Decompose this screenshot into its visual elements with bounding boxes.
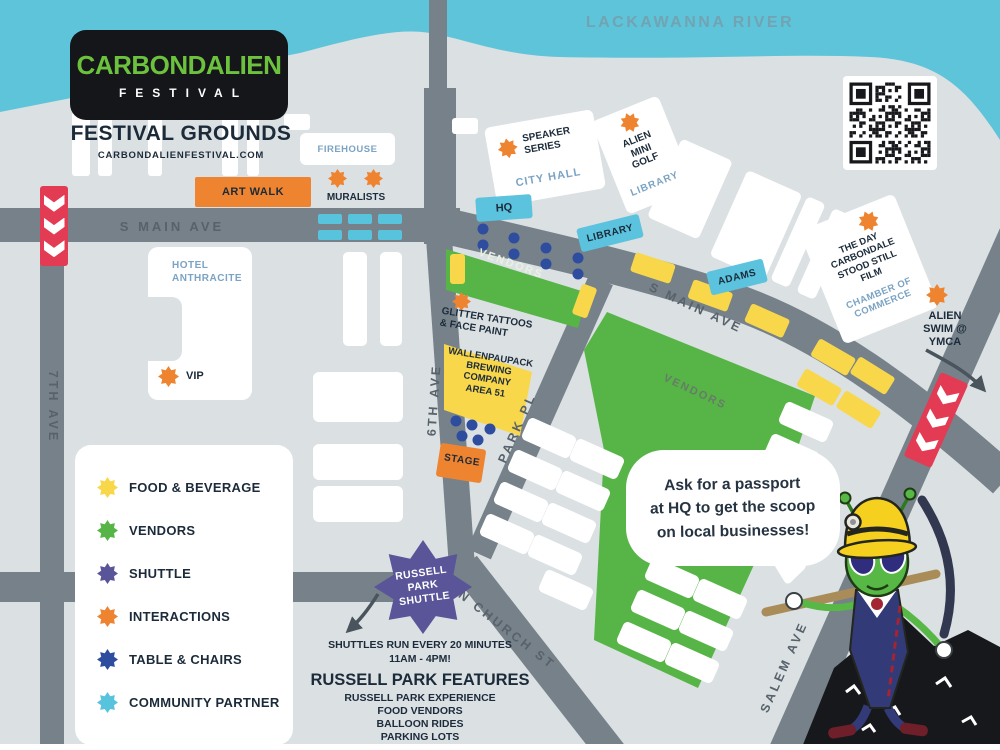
brewing-zone <box>444 344 532 436</box>
legend-item-community: COMMUNITY PARTNER <box>97 692 293 713</box>
legend-label: FOOD & BEVERAGE <box>129 480 261 495</box>
russell-features-title: RUSSELL PARK FEATURES <box>310 671 530 689</box>
shuttle-schedule: SHUTTLES RUN EVERY 20 MINUTES 11AM - 4PM… <box>328 639 512 666</box>
chevron-down-icon <box>923 408 949 432</box>
community-star-icon <box>97 692 118 713</box>
qr-code-pattern <box>849 82 931 164</box>
adams-label: ADAMS <box>716 266 758 288</box>
interaction-star-icon <box>452 292 471 311</box>
page-title: FESTIVAL GROUNDS <box>70 122 292 145</box>
interaction-star-icon <box>496 137 519 160</box>
legend-label: INTERACTIONS <box>129 609 231 624</box>
library-road-label: LIBRARY <box>585 221 635 245</box>
muralists-label: MURALISTS <box>326 192 386 203</box>
chevron-down-icon <box>43 194 65 212</box>
alien-mascot <box>761 487 955 739</box>
chevron-down-icon <box>933 384 959 408</box>
legend-item-vendors: VENDORS <box>97 520 293 541</box>
table-chairs-dots <box>450 223 584 446</box>
art-walk-label: ART WALK <box>221 186 285 198</box>
vip-label: VIP <box>186 370 204 382</box>
speech-bubble: Ask for a passport at HQ to get the scoo… <box>626 450 840 566</box>
street-s-main-west: S MAIN AVE <box>119 219 225 234</box>
legend-item-tables: TABLE & CHAIRS <box>97 649 293 670</box>
tables-star-icon <box>97 649 118 670</box>
interaction-star-icon <box>158 366 179 387</box>
legend-item-shuttle: SHUTTLE <box>97 563 293 584</box>
legend-item-interactions: INTERACTIONS <box>97 606 293 627</box>
arrows <box>345 348 987 634</box>
logo: CARBONDALIEN FESTIVAL <box>70 30 288 120</box>
logo-subtitle: FESTIVAL <box>118 86 249 100</box>
shuttle-arrow <box>345 593 380 634</box>
qr-code <box>843 76 937 170</box>
vendors-star-icon <box>97 520 118 541</box>
river-label: LACKAWANNA RIVER <box>585 14 795 31</box>
speaker-series-label: SPEAKER SERIES <box>521 125 571 157</box>
speech-bubble-text: Ask for a passport at HQ to get the scoo… <box>650 474 816 541</box>
legend-label: COMMUNITY PARTNER <box>129 695 280 710</box>
interaction-star-icon <box>364 169 383 188</box>
legend-label: VENDORS <box>129 523 196 538</box>
russell-park-shuttle-star: RUSSELL PARK SHUTTLE <box>374 540 472 634</box>
firehouse-label: FIREHOUSE <box>317 143 378 155</box>
stage-zone <box>436 443 486 483</box>
legend-label: SHUTTLE <box>129 566 192 581</box>
entrance-marker-west <box>40 186 68 266</box>
interaction-star-icon <box>926 284 948 306</box>
building-firehouse: FIREHOUSE <box>300 133 395 165</box>
street-7th-ave: 7TH AVE <box>46 370 60 444</box>
community-partner-spots <box>318 214 402 240</box>
alien-swim-label: ALIEN SWIM @ YMCA <box>923 310 967 349</box>
website-url: CARBONDALIENFESTIVAL.COM <box>97 150 265 161</box>
art-walk-zone: ART WALK <box>195 177 311 207</box>
legend-panel: FOOD & BEVERAGE VENDORS SHUTTLE INTERACT… <box>75 445 293 745</box>
legend-item-food: FOOD & BEVERAGE <box>97 477 293 498</box>
hotel-notch <box>138 297 182 361</box>
logo-title: CARBONDALIEN <box>76 50 282 80</box>
chevron-down-icon <box>43 217 65 235</box>
hq-tag: HQ <box>475 194 533 222</box>
russell-features-list: RUSSELL PARK EXPERIENCE FOOD VENDORS BAL… <box>344 692 496 744</box>
shuttle-star-icon <box>97 563 118 584</box>
food-star-icon <box>97 477 118 498</box>
interactions-star-icon <box>97 606 118 627</box>
building-hotel-anthracite: HOTEL ANTHRACITE VIP <box>138 247 252 400</box>
chevron-down-icon <box>43 240 65 258</box>
hotel-label: HOTEL ANTHRACITE <box>172 260 242 284</box>
interaction-star-icon <box>328 169 347 188</box>
food-beverage-spots <box>450 252 895 429</box>
hq-label: HQ <box>495 201 513 215</box>
city-hall-label: CITY HALL <box>514 166 583 190</box>
legend-label: TABLE & CHAIRS <box>129 652 243 667</box>
shuttle-star-label: RUSSELL PARK SHUTTLE <box>394 563 451 609</box>
chevron-down-icon <box>912 431 938 455</box>
ymca-arrow <box>925 348 987 393</box>
